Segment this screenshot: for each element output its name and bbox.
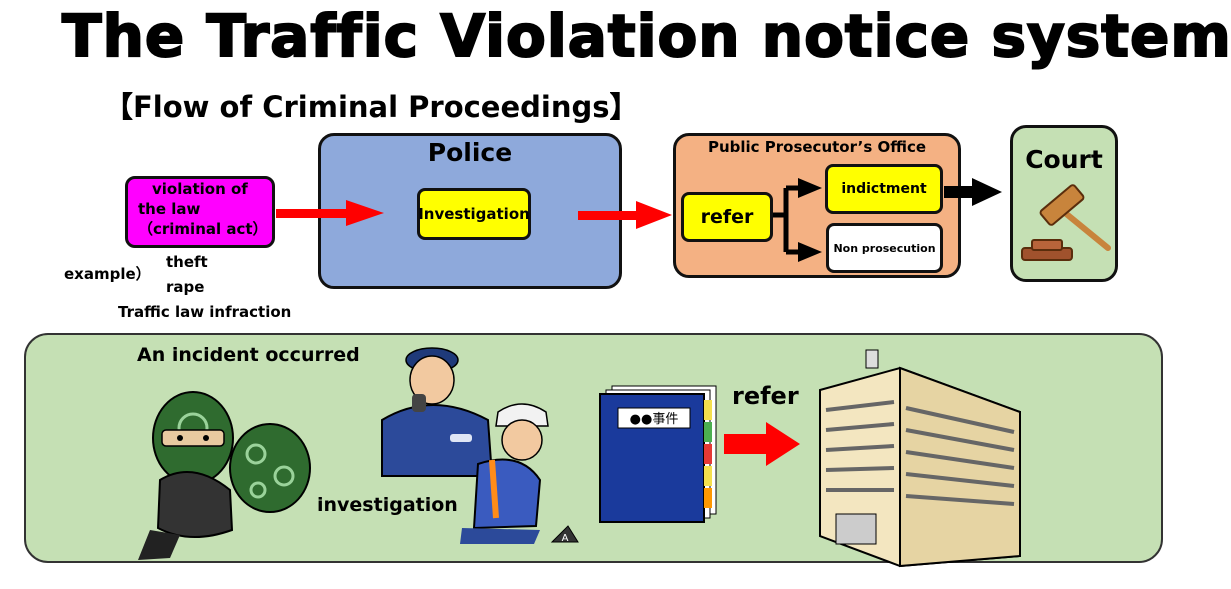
case-file-label: ●●事件 — [630, 412, 679, 427]
evidence-marker-letter: A — [562, 533, 569, 544]
violation-box — [125, 176, 275, 248]
investigator-icon — [460, 403, 549, 544]
arrow-right-icon — [578, 201, 672, 229]
court-label: Court — [1025, 145, 1103, 174]
violation-line-3: （criminal act） — [138, 220, 268, 238]
scene-illustrations: A ●●事件 — [138, 347, 1021, 568]
gavel-icon — [1021, 184, 1111, 261]
violation-text: violation of the law （criminal act） — [138, 179, 268, 239]
refer-caption: refer — [732, 382, 799, 410]
case-file-icon: ●●事件 — [599, 385, 717, 523]
evidence-marker-icon: A — [550, 525, 579, 544]
branch-arrow-icon — [773, 185, 800, 255]
flow-arrows — [276, 178, 1111, 262]
arrow-right-icon — [724, 422, 800, 466]
violation-line-2: the law — [138, 200, 201, 218]
example-theft: theft — [166, 253, 208, 271]
arrow-head-icon — [798, 178, 822, 198]
arrow-right-icon — [944, 178, 1002, 206]
thief-icon — [138, 391, 311, 560]
investigation-box: Investigation — [417, 188, 531, 240]
police-officer-icon — [381, 347, 494, 477]
section-subtitle: 【Flow of Criminal Proceedings】 — [104, 90, 639, 124]
prosecutor-label: Public Prosecutor’s Office — [707, 138, 927, 156]
investigation-caption: investigation — [317, 494, 458, 516]
non-prosecution-box: Non prosecution — [826, 223, 943, 273]
refer-box: refer — [681, 192, 773, 242]
example-label: example） — [64, 265, 151, 283]
incident-caption: An incident occurred — [137, 344, 360, 366]
example-rape: rape — [166, 278, 205, 296]
arrow-head-icon — [798, 242, 822, 262]
court-building-icon — [819, 349, 1021, 568]
violation-line-1: violation of — [152, 180, 248, 198]
example-traffic: Traffic law infraction — [118, 303, 292, 321]
page-title: The Traffic Violation notice system — [61, 1, 1231, 71]
indictment-box: indictment — [825, 164, 943, 214]
arrow-right-icon — [276, 200, 384, 226]
police-label: Police — [427, 138, 513, 167]
